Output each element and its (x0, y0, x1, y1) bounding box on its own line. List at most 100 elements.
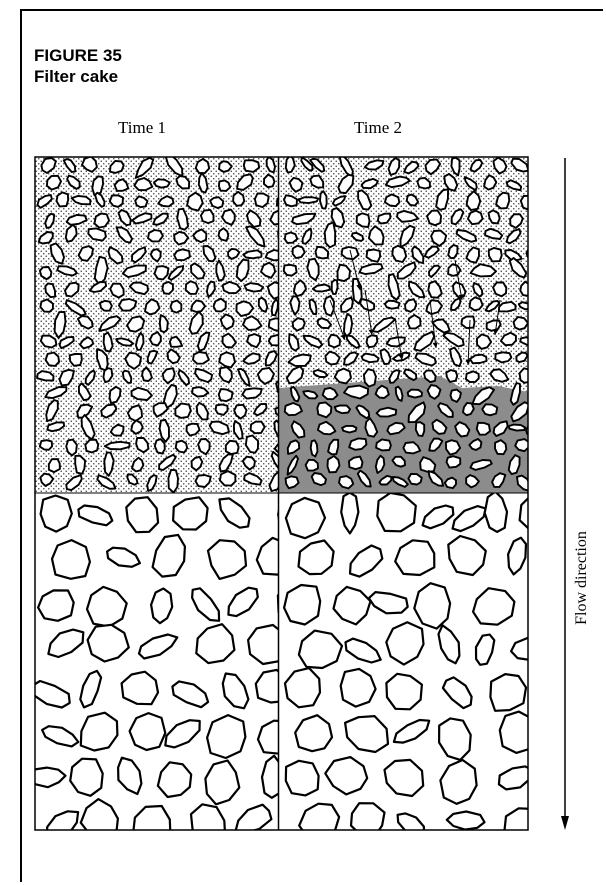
fine-particle (49, 459, 60, 472)
fine-particle (408, 315, 421, 328)
coarse-particle (346, 639, 381, 663)
coarse-particle (196, 624, 234, 663)
fine-particle (466, 371, 479, 382)
coarse-particle (122, 672, 158, 705)
coarse-particle (423, 506, 454, 529)
fine-particle (470, 297, 483, 310)
coarse-particle (448, 536, 486, 575)
fine-particle (171, 301, 182, 313)
fine-particle (461, 316, 474, 328)
fine-particle (520, 282, 531, 296)
coarse-particle (394, 720, 429, 743)
flow-arrow-head (561, 816, 569, 830)
fine-particle (244, 160, 259, 172)
coarse-particle (341, 669, 376, 707)
coarse-particle (369, 592, 408, 613)
coarse-particle (398, 813, 425, 835)
coarse-particle (351, 803, 385, 836)
fine-particle (408, 474, 421, 485)
coarse-particle (341, 493, 358, 534)
coarse-particle (414, 583, 450, 628)
coarse-particle (32, 681, 69, 708)
fine-particle (349, 457, 363, 470)
fine-particle (155, 439, 165, 454)
fine-particle (306, 460, 318, 471)
coarse-particle (485, 492, 507, 532)
fine-particle (520, 368, 532, 383)
coarse-particle (192, 588, 219, 621)
coarse-particle (172, 681, 208, 707)
fine-particle (219, 389, 233, 401)
coarse-particle (476, 635, 494, 665)
fine-particle (447, 456, 461, 467)
fine-particle (367, 335, 378, 347)
fine-particle (251, 422, 265, 434)
fine-particle (427, 211, 441, 226)
coarse-particle (258, 721, 295, 754)
fine-particle (154, 179, 170, 187)
coarse-particle (286, 761, 319, 796)
coarse-particle (153, 535, 185, 577)
coarse-particle (208, 540, 246, 579)
fine-particle (499, 302, 516, 312)
coarse-particle (248, 625, 289, 664)
coarse-particle (158, 762, 191, 797)
coarse-particle (151, 589, 172, 624)
fine-particle (85, 440, 98, 453)
coarse-particle (173, 497, 208, 529)
coarse-particle (386, 622, 423, 664)
coarse-particle (47, 811, 78, 840)
coarse-particle (88, 625, 129, 662)
coarse-particle (350, 546, 382, 577)
coarse-particle (139, 635, 177, 659)
fine-particle (495, 440, 506, 454)
coarse-particle (48, 630, 83, 657)
fine-particle (226, 441, 239, 454)
fine-particle (377, 408, 397, 417)
coarse-particle (504, 808, 537, 844)
coarse-particle (228, 588, 257, 616)
fine-particle (47, 176, 61, 190)
fine-particle (119, 299, 136, 311)
coarse-particle (284, 585, 320, 625)
coarse-particle (257, 538, 295, 575)
fine-particle (463, 403, 474, 415)
coarse-particle (508, 538, 526, 575)
coarse-particle (219, 498, 249, 527)
coarse-particle (32, 768, 66, 788)
fine-particle (405, 299, 416, 312)
fine-particle (338, 265, 351, 281)
fine-particle (285, 233, 298, 243)
fine-particle (495, 352, 511, 362)
fine-particle (176, 441, 188, 453)
coarse-particle (286, 498, 325, 538)
fine-particle (216, 405, 228, 415)
coarse-particle (520, 494, 560, 534)
coarse-particle (500, 712, 537, 753)
coarse-particle (377, 493, 416, 531)
coarse-particle (38, 590, 74, 620)
fine-particle (514, 317, 529, 330)
coarse-particle (295, 715, 332, 751)
fine-particle (201, 210, 214, 223)
coarse-particle (87, 587, 127, 627)
fine-particle (342, 426, 356, 433)
fine-particle (521, 196, 532, 210)
fine-particle (328, 335, 340, 348)
coarse-particle (207, 715, 245, 758)
coarse-particle (41, 496, 72, 532)
coarse-particle (439, 625, 460, 663)
coarse-particle (447, 812, 485, 830)
fine-particle (40, 440, 52, 450)
fine-particle (100, 301, 112, 311)
fine-particle (357, 213, 370, 227)
fine-particle (332, 280, 338, 294)
fine-particle (376, 439, 391, 450)
coarse-particle (205, 761, 239, 805)
fine-particle (317, 402, 331, 417)
coarse-particle (385, 760, 424, 796)
fine-particle (339, 476, 353, 488)
fine-particle (219, 180, 230, 191)
coarse-particle (490, 674, 526, 711)
